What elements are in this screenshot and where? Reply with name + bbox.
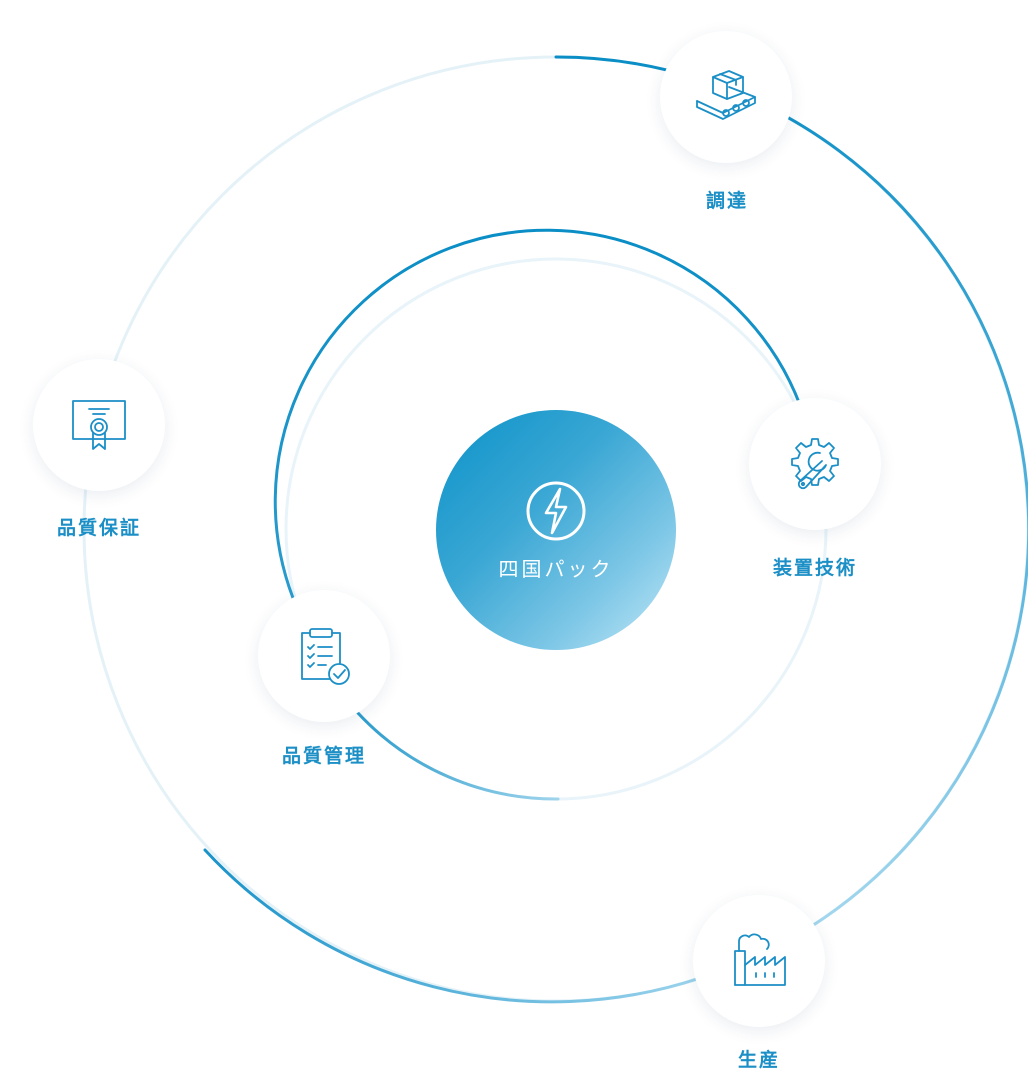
- certificate-icon: [72, 400, 126, 450]
- label-procurement: 調達: [705, 190, 748, 212]
- label-equipment: 装置技術: [772, 557, 857, 579]
- node-production: [693, 895, 825, 1027]
- inner-ring-arc-top: [273, 228, 802, 600]
- node-equipment: [749, 398, 881, 530]
- outer-ring-arc-bottom: [203, 848, 702, 1004]
- node-qc: [258, 590, 390, 722]
- center-label: 四国パック: [498, 556, 614, 581]
- conveyor-box-icon: [696, 70, 756, 120]
- node-qa: [33, 359, 165, 491]
- inner-ring-arc-bottom: [355, 710, 560, 801]
- node-procurement: [660, 31, 792, 163]
- factory-icon: [734, 933, 786, 986]
- clipboard-check-icon: [301, 628, 350, 685]
- label-qa: 品質保証: [56, 517, 141, 539]
- label-production: 生産: [737, 1049, 780, 1071]
- label-qc: 品質管理: [281, 745, 366, 767]
- wrench-gear-icon: [791, 438, 839, 490]
- lightning-icon: [526, 481, 586, 540]
- center-hub: 四国パック: [436, 410, 676, 650]
